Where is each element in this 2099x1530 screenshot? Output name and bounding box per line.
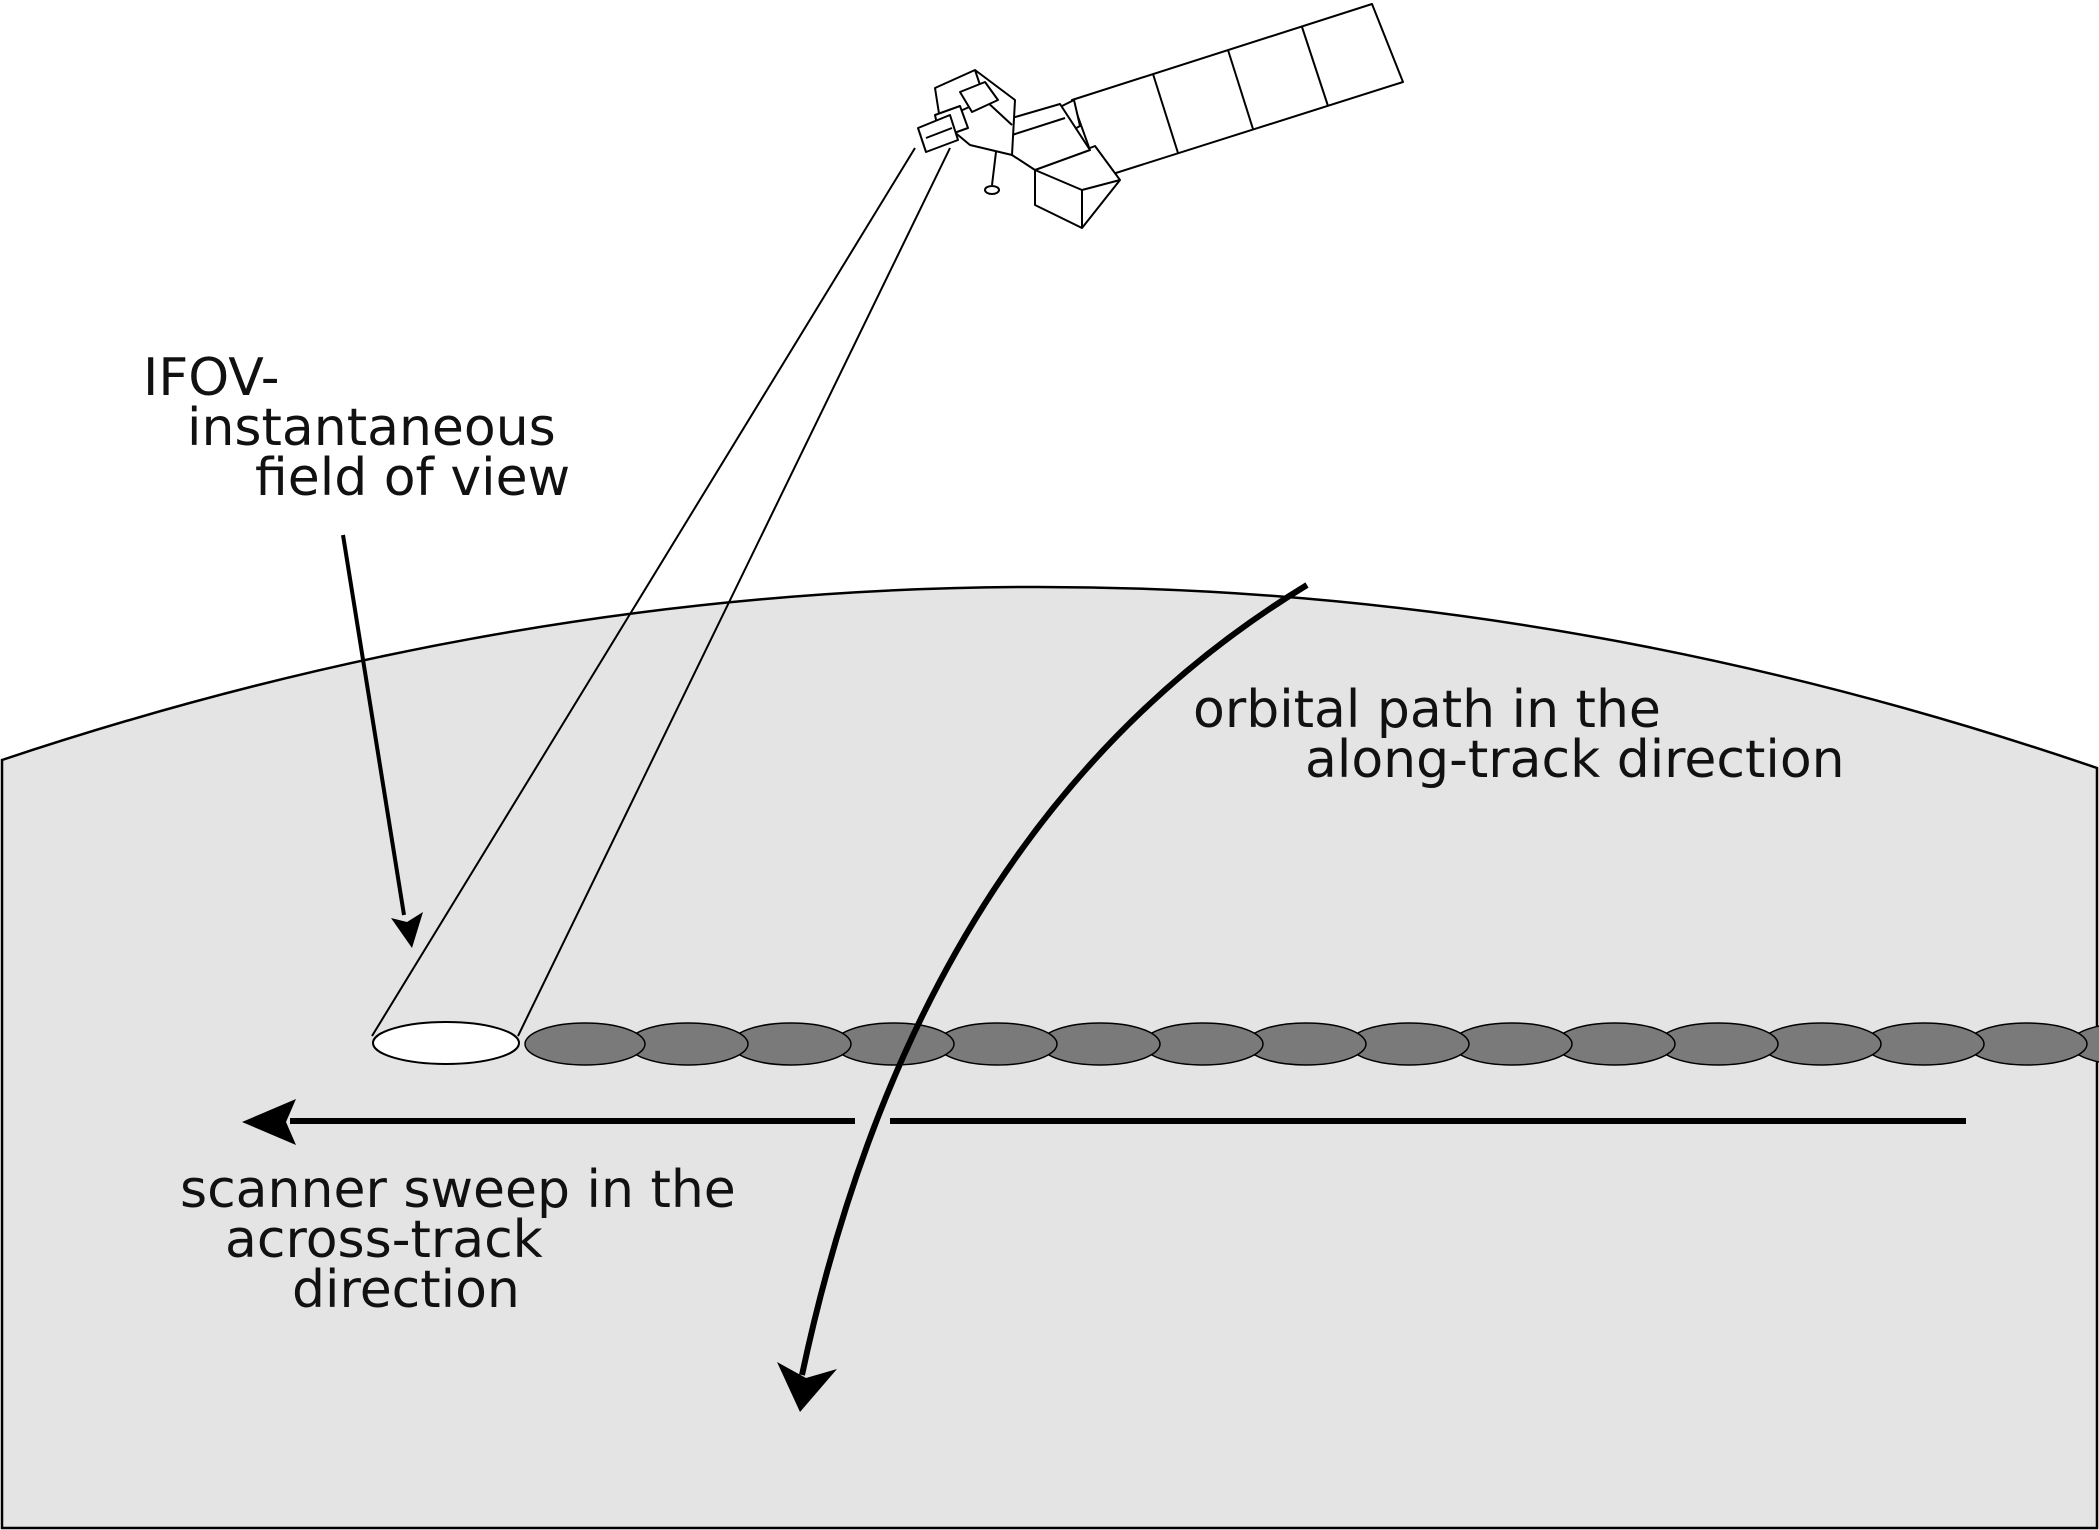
orbital-path-label-line-1: orbital path in the	[1193, 680, 1661, 740]
scanner-sweep-label-line-2: across-track	[225, 1210, 543, 1270]
scan-footprint	[1863, 1022, 1985, 1066]
ifov-spot	[372, 1021, 520, 1065]
orbital-path-label-line-2: along-track direction	[1305, 730, 1845, 790]
scan-footprint	[1966, 1022, 2088, 1066]
ifov-label-line-2: instantaneous	[187, 398, 556, 458]
scan-footprint	[1039, 1022, 1161, 1066]
scan-footprint	[524, 1022, 646, 1066]
scan-footprint	[1657, 1022, 1779, 1066]
scan-footprints	[524, 1022, 2099, 1066]
ifov-pointer-arrowhead	[391, 912, 423, 948]
scan-footprint	[1760, 1022, 1882, 1066]
ifov-label-line-3: field of view	[255, 448, 571, 508]
earth-surface	[0, 585, 2099, 1530]
orbital-path-arrow	[777, 582, 1309, 1412]
scanner-sweep-arrow	[242, 1099, 1966, 1145]
scan-footprint	[1142, 1022, 1264, 1066]
scan-footprint	[833, 1022, 955, 1066]
scanner-sweep-label-line-1: scanner sweep in the	[180, 1160, 736, 1220]
scan-footprint	[1348, 1022, 1470, 1066]
ifov-pointer-arrow	[341, 534, 423, 948]
scanner-sweep-label-line-3: direction	[292, 1260, 520, 1320]
scan-footprint	[730, 1022, 852, 1066]
scan-footprint	[1554, 1022, 1676, 1066]
scan-footprint	[627, 1022, 749, 1066]
scanner-sweep-arrowhead	[242, 1099, 296, 1145]
orbital-path-arrowhead	[777, 1362, 837, 1412]
scan-footprint	[1245, 1022, 1367, 1066]
scan-footprint	[1451, 1022, 1573, 1066]
ifov-label-line-1: IFOV-	[143, 348, 280, 408]
scan-footprint	[936, 1022, 1058, 1066]
ifov-beam	[371, 147, 951, 1037]
satellite-icon	[917, 3, 1404, 229]
